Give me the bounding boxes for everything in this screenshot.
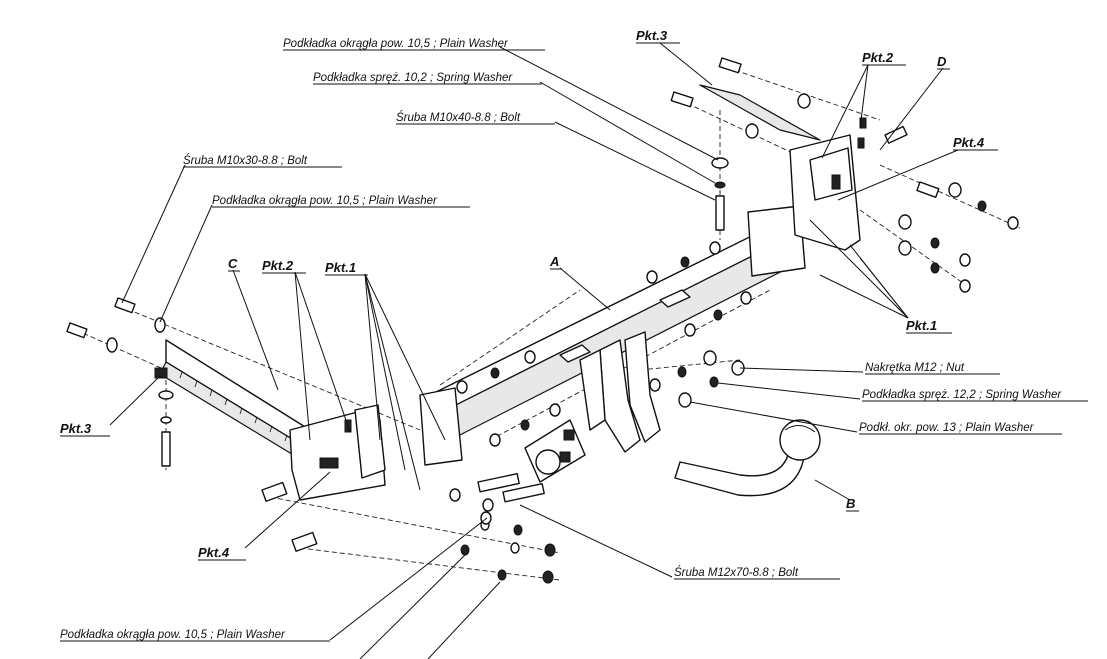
label-spring-washer-top: Podkładka spręż. 10,2 ; Spring Washer: [313, 72, 513, 84]
callout-a: A: [549, 254, 559, 269]
callout-pkt2-left: Pkt.2: [262, 258, 294, 273]
label-plain-washer-13: Podkł. okr. pow. 13 ; Plain Washer: [859, 422, 1035, 434]
callout-pkt1-left: Pkt.1: [325, 260, 356, 275]
label-nut-m12: Nakrętka M12 ; Nut: [865, 362, 965, 374]
label-spring-washer-12: Podkładka spręż. 12,2 ; Spring Washer: [862, 389, 1062, 401]
label-plain-washer-left: Podkładka okrągła pow. 10,5 ; Plain Wash…: [212, 195, 438, 207]
tow-ball: [674, 419, 821, 497]
fasteners: [66, 57, 1019, 584]
label-plain-washer-top: Podkładka okrągła pow. 10,5 ; Plain Wash…: [283, 38, 509, 50]
socket-plate: [524, 419, 586, 483]
left-side-rail: [154, 339, 386, 501]
callout-pkt1-right: Pkt.1: [906, 318, 937, 333]
leader-lines: [109, 42, 959, 659]
main-crossbeam: [419, 205, 806, 466]
right-side-bracket: [699, 84, 867, 251]
part-labels: Podkładka okrągła pow. 10,5 ; Plain Wash…: [60, 38, 1088, 642]
label-bolt-m10x40: Śruba M10x40-8.8 ; Bolt: [396, 111, 521, 124]
ball-mount-flanges: [579, 331, 661, 453]
callout-labels: Pkt.3 Pkt.2 D Pkt.4 Pkt.1 C Pkt.2 Pkt.1 …: [60, 28, 998, 561]
callout-pkt2-top: Pkt.2: [862, 50, 894, 65]
callout-pkt3-top: Pkt.3: [636, 28, 668, 43]
label-bolt-m12x70: Śruba M12x70-8.8 ; Bolt: [674, 566, 799, 579]
callout-c: C: [228, 256, 238, 271]
callout-b: B: [846, 496, 855, 511]
callout-pkt4-top: Pkt.4: [953, 135, 985, 150]
callout-pkt3-left: Pkt.3: [60, 421, 92, 436]
assembly-axes: [75, 64, 1021, 581]
label-plain-washer-bottom: Podkładka okrągła pow. 10,5 ; Plain Wash…: [60, 629, 286, 641]
callout-d: D: [937, 54, 947, 69]
callout-pkt4-bottom: Pkt.4: [198, 545, 230, 560]
label-bolt-m10x30: Śruba M10x30-8.8 ; Bolt: [183, 154, 308, 167]
